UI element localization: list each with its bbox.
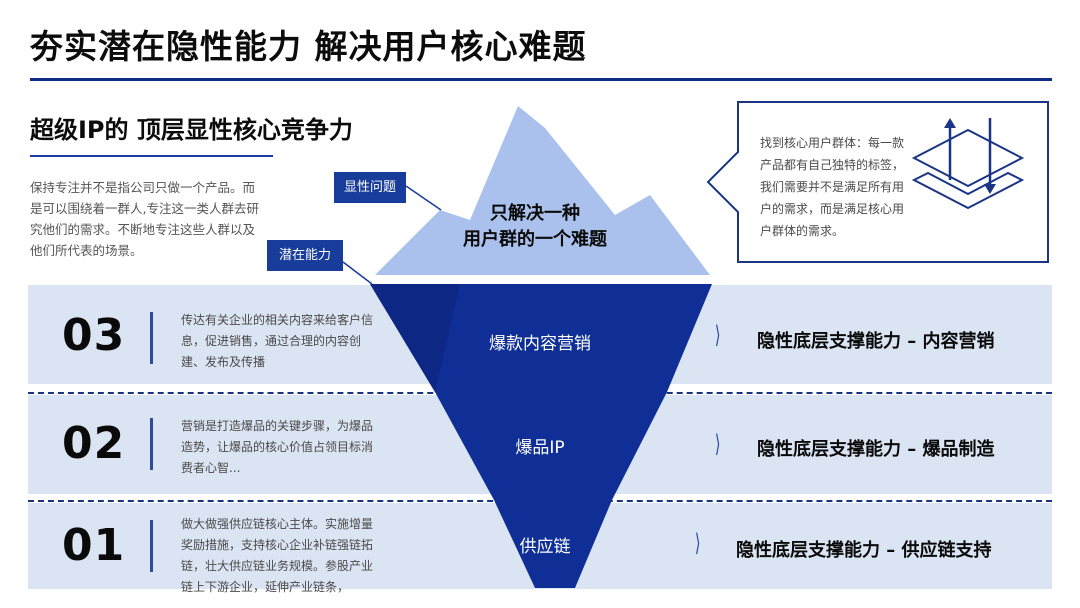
- chevron-right-icon: ⟩: [714, 430, 721, 458]
- tag-visible-problem: 显性问题: [334, 172, 406, 203]
- subtitle-underline: [30, 155, 273, 157]
- iceberg-fold: [370, 284, 460, 392]
- row-number: 03: [62, 310, 126, 361]
- page-title: 夯实潜在隐性能力 解决用户核心难题: [30, 27, 587, 66]
- intro-paragraph: 保持专注并不是指公司只做一个产品。而是可以围绕着一群人,专注这一类人群去研究他们…: [30, 180, 259, 258]
- row-caption: 隐性底层支撑能力 – 爆品制造: [757, 439, 995, 460]
- headline-line-1: 只解决一种: [490, 203, 580, 224]
- tag-connector: [342, 261, 373, 285]
- row-number: 01: [62, 520, 126, 571]
- row-description: 营销是打造爆品的关键步骤，为爆品造势，让爆品的核心价值占领目标消费者心智...: [181, 419, 374, 475]
- row-number: 02: [62, 418, 126, 469]
- chevron-right-icon: ⟩: [694, 529, 701, 557]
- row-accent-bar: [150, 520, 153, 572]
- chevron-right-icon: ⟩: [714, 321, 721, 349]
- layer-label-supply-chain: 供应链: [519, 537, 571, 557]
- row-description: 传达有关企业的相关内容来给客户信息，促进销售，通过合理的内容创建、发布及传播: [181, 313, 374, 369]
- layers-arrows-icon: [911, 118, 1025, 210]
- section-subtitle: 超级IP的 顶层显性核心竞争力: [30, 116, 353, 144]
- row-caption: 隐性底层支撑能力 – 内容营销: [757, 331, 995, 352]
- iceberg-hull: [370, 284, 712, 588]
- row-description: 做大做强供应链核心主体。实施增量奖励措施，支持核心企业补链强链拓链，壮大供应链业…: [181, 517, 374, 594]
- iceberg-tip: [375, 106, 710, 275]
- headline-line-2: 用户群的一个难题: [463, 229, 607, 250]
- layer-label-hit-product: 爆品IP: [515, 438, 565, 458]
- row-accent-bar: [150, 312, 153, 364]
- row-caption: 隐性底层支撑能力 – 供应链支持: [736, 540, 992, 561]
- iceberg-headline: 只解决一种 用户群的一个难题: [440, 201, 630, 253]
- row-accent-bar: [150, 418, 153, 470]
- title-divider: [30, 78, 1052, 81]
- layer-label-content-marketing: 爆款内容营销: [489, 334, 591, 354]
- tag-connector: [405, 185, 442, 211]
- callout-text: 找到核心用户群体：每一款产品都有自己独特的标签，我们需要并不是满足所有用户的需求…: [760, 136, 905, 238]
- tag-latent-ability: 潜在能力: [267, 240, 343, 271]
